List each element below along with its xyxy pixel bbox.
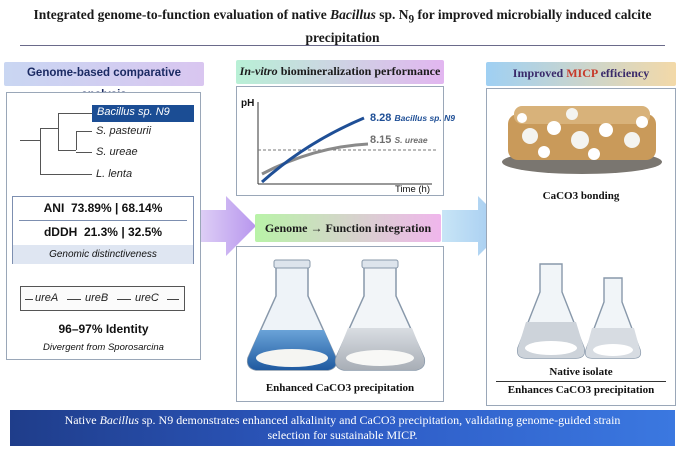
gene-connector xyxy=(25,299,33,300)
header-improved: Improved xyxy=(512,66,567,80)
label-bacillus: 8.28 Bacillus sp. N9 xyxy=(370,112,455,124)
divergent-text: Divergent from Sporosarcina xyxy=(43,342,164,353)
dddh-value: 21.3% | 32.5% xyxy=(83,225,163,239)
ani-value: 73.89% | 68.14% xyxy=(70,201,163,215)
header-efficiency: efficiency xyxy=(597,66,650,80)
header-rest: biomineralization performance xyxy=(277,64,441,78)
summary-banner: Native Bacillus sp. N9 demonstrates enha… xyxy=(10,410,675,446)
panel1-header: Genome-based comparative analysis xyxy=(4,62,204,101)
gene-connector xyxy=(117,299,131,300)
panel4-caption-bottom: Enhances CaCO3 precipitation xyxy=(507,384,655,396)
urease-gene-cluster: ureA ureB ureC xyxy=(20,286,185,311)
footer-post: sp. N9 demonstrates enhanced alkalinity … xyxy=(138,413,621,427)
footer-genus: Bacillus xyxy=(99,413,139,427)
flask-pair-illustration xyxy=(246,259,426,371)
flask-native-right xyxy=(584,277,642,359)
tree-leaf-lenta: L. lenta xyxy=(96,168,133,180)
gene-connector xyxy=(167,299,179,300)
name-bacillus: Bacillus sp. N9 xyxy=(394,113,455,123)
tree-branch xyxy=(76,131,77,150)
gene-urec: ureC xyxy=(135,292,159,304)
title-line2: precipitation xyxy=(305,29,380,45)
tree-branch xyxy=(40,128,58,129)
caption-rule xyxy=(496,381,666,382)
native-isolate-flasks xyxy=(516,263,642,359)
flask-right xyxy=(334,259,426,371)
tree-branch xyxy=(76,152,92,153)
value-bacillus: 8.28 xyxy=(370,112,392,124)
flow-arrow-left xyxy=(196,196,256,256)
gene-urea: ureA xyxy=(35,292,59,304)
ani-label: ANI xyxy=(43,201,65,215)
gene-connector xyxy=(67,299,81,300)
tree-branch xyxy=(40,128,41,174)
title-text: Integrated genome-to-function evaluation… xyxy=(33,7,331,22)
series-ureae-line xyxy=(261,142,369,176)
tree-branch xyxy=(58,113,92,114)
tree-leaf-pasteurii: S. pasteurii xyxy=(96,125,152,137)
panel4-caption-mid: Native isolate xyxy=(549,366,613,378)
footer-pre: Native xyxy=(64,413,100,427)
tree-leaf-bacillus: Bacillus sp. N9 xyxy=(92,105,194,122)
series-bacillus-line xyxy=(260,116,365,184)
title-tail: for improved microbially induced calcite xyxy=(414,7,652,22)
panel2-header: In-vitro biomineralization performance xyxy=(236,60,444,84)
title-genus: Bacillus xyxy=(330,7,376,22)
gene-ureb: ureB xyxy=(85,292,109,304)
tree-branch xyxy=(58,113,59,150)
title-sub: 9 xyxy=(408,13,415,26)
x-axis-label: Time (h) xyxy=(395,184,431,195)
panel3-header: Genome → Function integration xyxy=(255,214,441,242)
tree-branch xyxy=(58,150,76,151)
title-species: sp. N xyxy=(375,7,409,22)
flask-native-left xyxy=(516,263,586,359)
dddh-label: dDDH xyxy=(43,225,78,239)
ani-divider xyxy=(19,220,187,221)
figure-title: Integrated genome-to-function evaluation… xyxy=(10,6,675,46)
panel3-caption: Enhanced CaCO3 precipitation xyxy=(265,382,415,394)
name-ureae: S. ureae xyxy=(394,135,428,145)
value-ureae: 8.15 xyxy=(370,134,392,146)
tree-branch xyxy=(40,174,92,175)
panel4-caption-top: CaCO3 bonding xyxy=(542,190,620,202)
genomic-distinctiveness: Genomic distinctiveness xyxy=(13,245,193,264)
caco3-bonding-illustration xyxy=(502,106,662,174)
dddh-row: dDDH 21.3% | 32.5% xyxy=(13,225,193,239)
header-invitro: In-vitro xyxy=(239,64,278,78)
tree-branch xyxy=(20,140,40,141)
ani-ddh-box: ANI 73.89% | 68.14% dDDH 21.3% | 32.5% G… xyxy=(12,196,194,264)
ph-chart xyxy=(257,102,436,185)
identity-text: 96–97% Identity xyxy=(58,322,149,336)
flask-left xyxy=(246,259,338,371)
ph-chart-panel xyxy=(236,86,444,196)
footer-line2: selection for sustainable MICP. xyxy=(267,428,418,442)
ani-row: ANI 73.89% | 68.14% xyxy=(13,201,193,215)
title-divider xyxy=(20,45,665,46)
y-axis-label: pH xyxy=(241,98,255,109)
label-ureae: 8.15 S. ureae xyxy=(370,134,428,146)
tree-branch xyxy=(76,131,92,132)
header-micp: MICP xyxy=(566,66,598,80)
panel4-header: Improved MICP efficiency xyxy=(486,62,676,86)
tree-leaf-ureae: S. ureae xyxy=(96,146,138,158)
